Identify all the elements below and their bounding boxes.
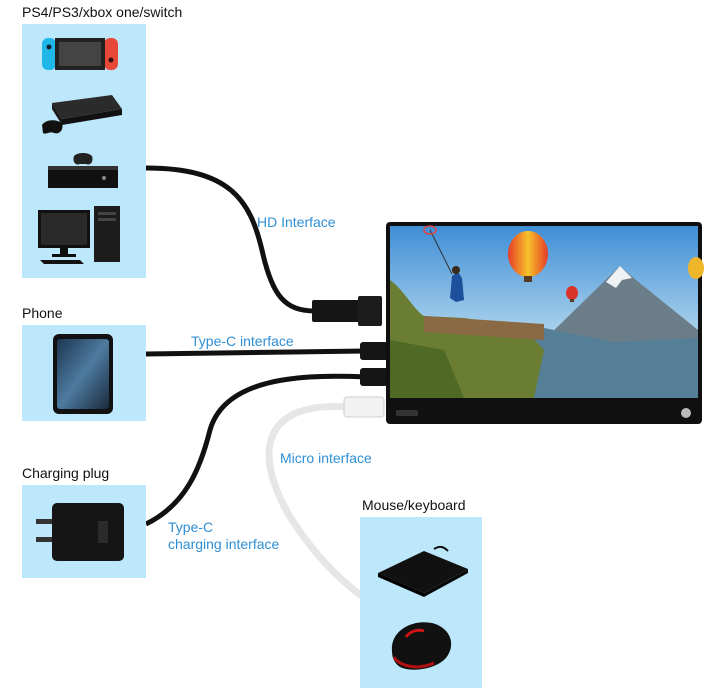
peripherals-group-title: Mouse/keyboard <box>362 497 466 513</box>
hd-interface-label: HD Interface <box>257 214 336 230</box>
typec-charging-label-line2: charging interface <box>168 536 280 552</box>
xbox-one-console-icon <box>48 153 118 188</box>
charging-group-title: Charging plug <box>22 465 110 481</box>
typec-charging-connector <box>360 368 388 386</box>
charging-panel <box>22 485 146 578</box>
keyboard-icon <box>378 545 468 597</box>
phone-panel <box>22 325 146 421</box>
desktop-computer-icon <box>38 206 120 264</box>
micro-interface-label: Micro interface <box>280 450 372 466</box>
switch-console-icon <box>42 38 118 70</box>
typec-connector <box>360 342 388 360</box>
smartphone-icon <box>53 334 113 414</box>
phone-group-title: Phone <box>22 305 63 321</box>
hd-plug-tip <box>358 296 382 326</box>
micro-usb-cable <box>265 402 364 599</box>
usb-charger-icon <box>36 503 124 561</box>
portable-monitor <box>386 222 704 424</box>
mouse-icon <box>391 622 452 670</box>
peripherals-panel <box>360 517 482 688</box>
typec-charging-label-line1: Type-C <box>168 519 214 535</box>
typec-interface-label: Type-C interface <box>191 333 294 349</box>
ps3-console-icon <box>42 95 122 134</box>
micro-usb-connector <box>343 396 385 418</box>
hd-connector <box>312 300 360 322</box>
typec-cable <box>145 348 366 357</box>
typec-charging-cable <box>144 373 366 527</box>
consoles-panel <box>22 24 146 278</box>
hd-cable <box>145 165 316 314</box>
consoles-group-title: PS4/PS3/xbox one/switch <box>22 4 183 20</box>
